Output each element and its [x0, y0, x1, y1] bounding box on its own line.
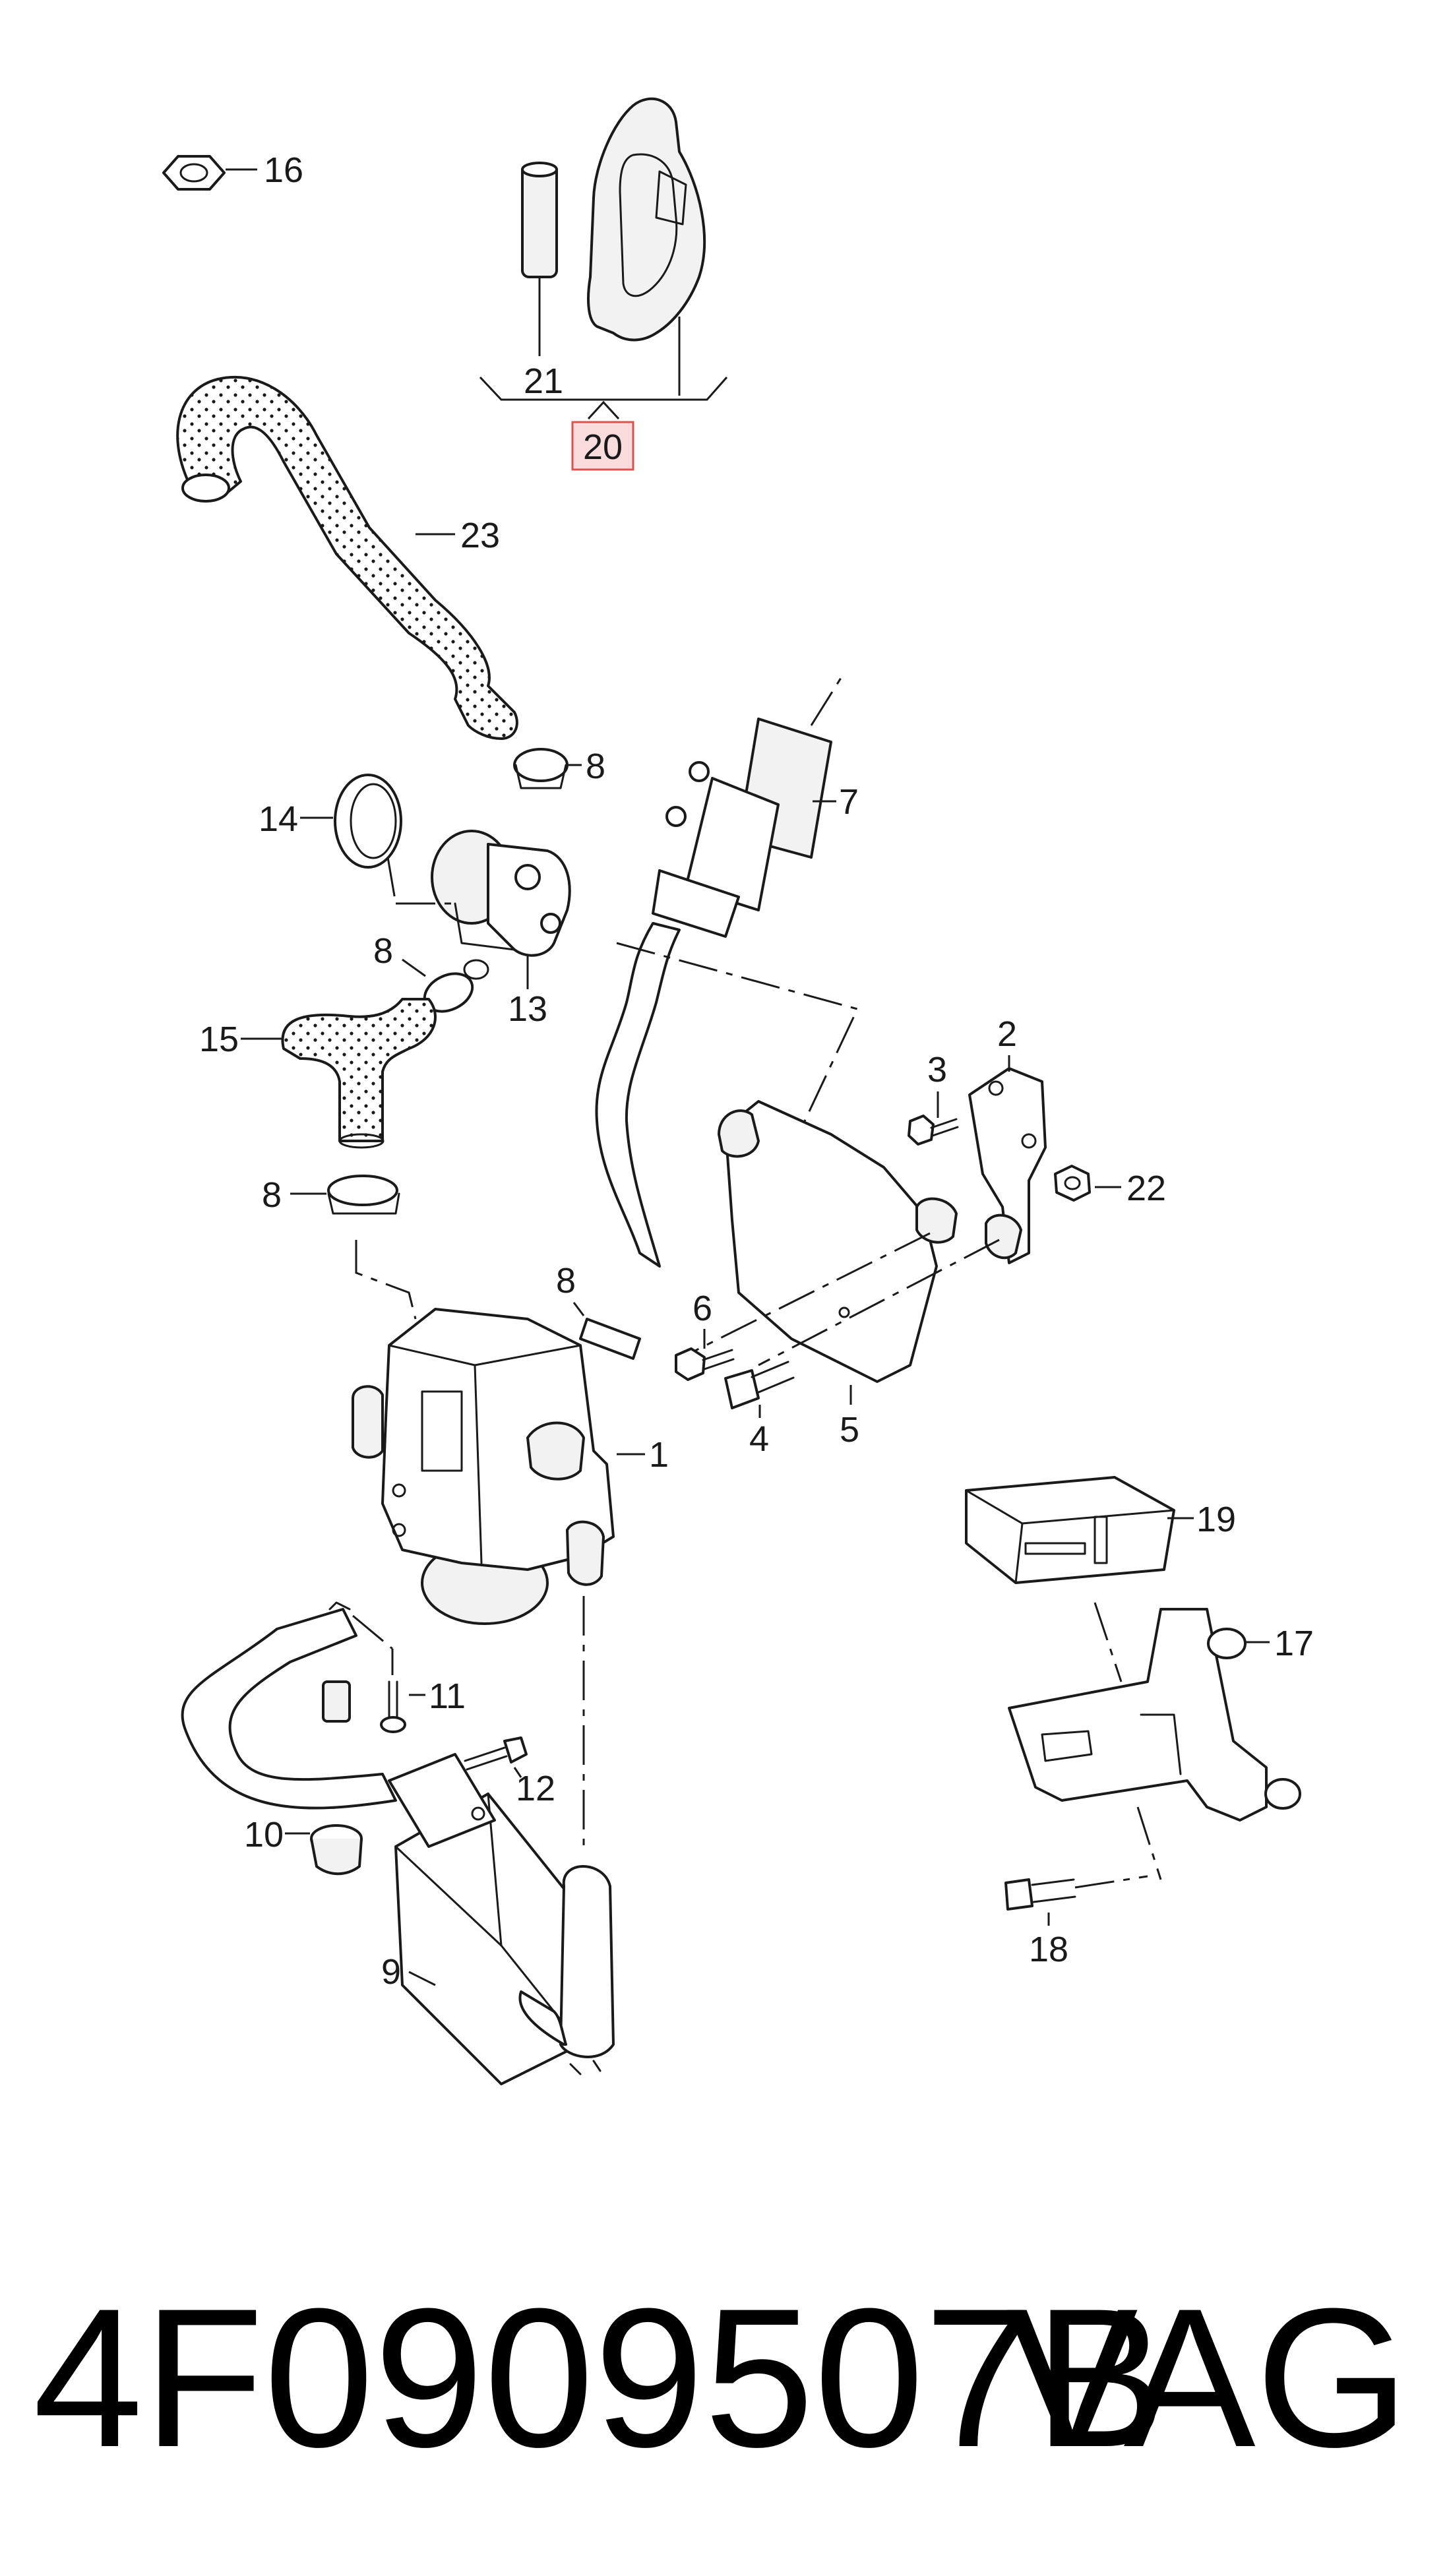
callout-20: 20 — [583, 427, 623, 467]
callout-21: 21 — [524, 361, 563, 401]
part-22-nut — [1054, 1165, 1121, 1202]
part-14-ring — [300, 774, 402, 869]
set-bracket-20 — [479, 376, 728, 401]
dashline-8-to-1 — [355, 1240, 417, 1320]
callout-3: 3 — [927, 1050, 947, 1089]
part-9-heat-exchanger — [388, 1753, 615, 2085]
part-23-hose — [176, 375, 518, 740]
cable-7 — [595, 922, 681, 1268]
part-8-clip-mid — [402, 958, 489, 1013]
callout-11: 11 — [429, 1676, 466, 1716]
part-15-hose — [241, 998, 437, 1149]
callout-8-top: 8 — [586, 747, 605, 786]
part-12-bolt — [464, 1736, 528, 1778]
part-5-plate — [692, 1100, 1022, 1405]
callout-9: 9 — [381, 1952, 401, 1992]
dashline-7-to-5 — [616, 942, 859, 1122]
part-13-pump — [386, 830, 571, 989]
callout-5: 5 — [840, 1410, 859, 1450]
part-8-clip-cable — [572, 1302, 641, 1360]
callout-14: 14 — [259, 799, 298, 839]
part-8-clip-low — [290, 1175, 400, 1215]
part-21-sleeve — [521, 162, 558, 356]
callout-23: 23 — [460, 516, 500, 555]
callout-12: 12 — [516, 1769, 555, 1808]
part-4-bolt — [724, 1361, 795, 1418]
part-16-nut — [162, 155, 257, 191]
part-1-heater-unit — [352, 1308, 645, 1625]
callout-4: 4 — [749, 1419, 769, 1459]
callout-17: 17 — [1274, 1624, 1314, 1663]
brand-name: VAG — [1006, 2267, 1409, 2488]
callout-19: 19 — [1196, 1500, 1236, 1539]
part-2-bracket — [968, 1055, 1047, 1264]
part-3-bolt — [908, 1091, 959, 1146]
callout-6: 6 — [693, 1289, 712, 1328]
callout-8-mid: 8 — [373, 931, 393, 971]
callout-15: 15 — [199, 1020, 239, 1059]
part-8-clip-top — [513, 748, 582, 789]
callout-8-low: 8 — [262, 1175, 282, 1215]
part-18-bolt — [1004, 1875, 1148, 1926]
callout-8-cable: 8 — [556, 1261, 576, 1301]
callout-13: 13 — [508, 989, 547, 1029]
part-6-bolt — [675, 1329, 735, 1381]
part-17-holder — [1008, 1602, 1301, 1880]
part-19-control-unit — [965, 1476, 1194, 1584]
callout-16: 16 — [264, 150, 303, 190]
callout-18: 18 — [1029, 1930, 1068, 1969]
set-pointer-20 — [587, 400, 620, 420]
callout-10: 10 — [244, 1815, 284, 1855]
caption: 4F0909507B VAG — [26, 2269, 1423, 2486]
part-7-connector — [652, 672, 846, 938]
part-11-bolt — [380, 1680, 425, 1733]
callout-1: 1 — [649, 1435, 669, 1475]
part-20-cover — [587, 97, 706, 396]
callout-7: 7 — [839, 782, 859, 822]
callout-2: 2 — [997, 1014, 1017, 1054]
part-10-grommet — [181, 1601, 397, 1876]
part-number: 4F0909507B — [33, 2267, 1167, 2488]
callout-20-highlight — [571, 421, 634, 471]
callout-22: 22 — [1126, 1169, 1166, 1208]
